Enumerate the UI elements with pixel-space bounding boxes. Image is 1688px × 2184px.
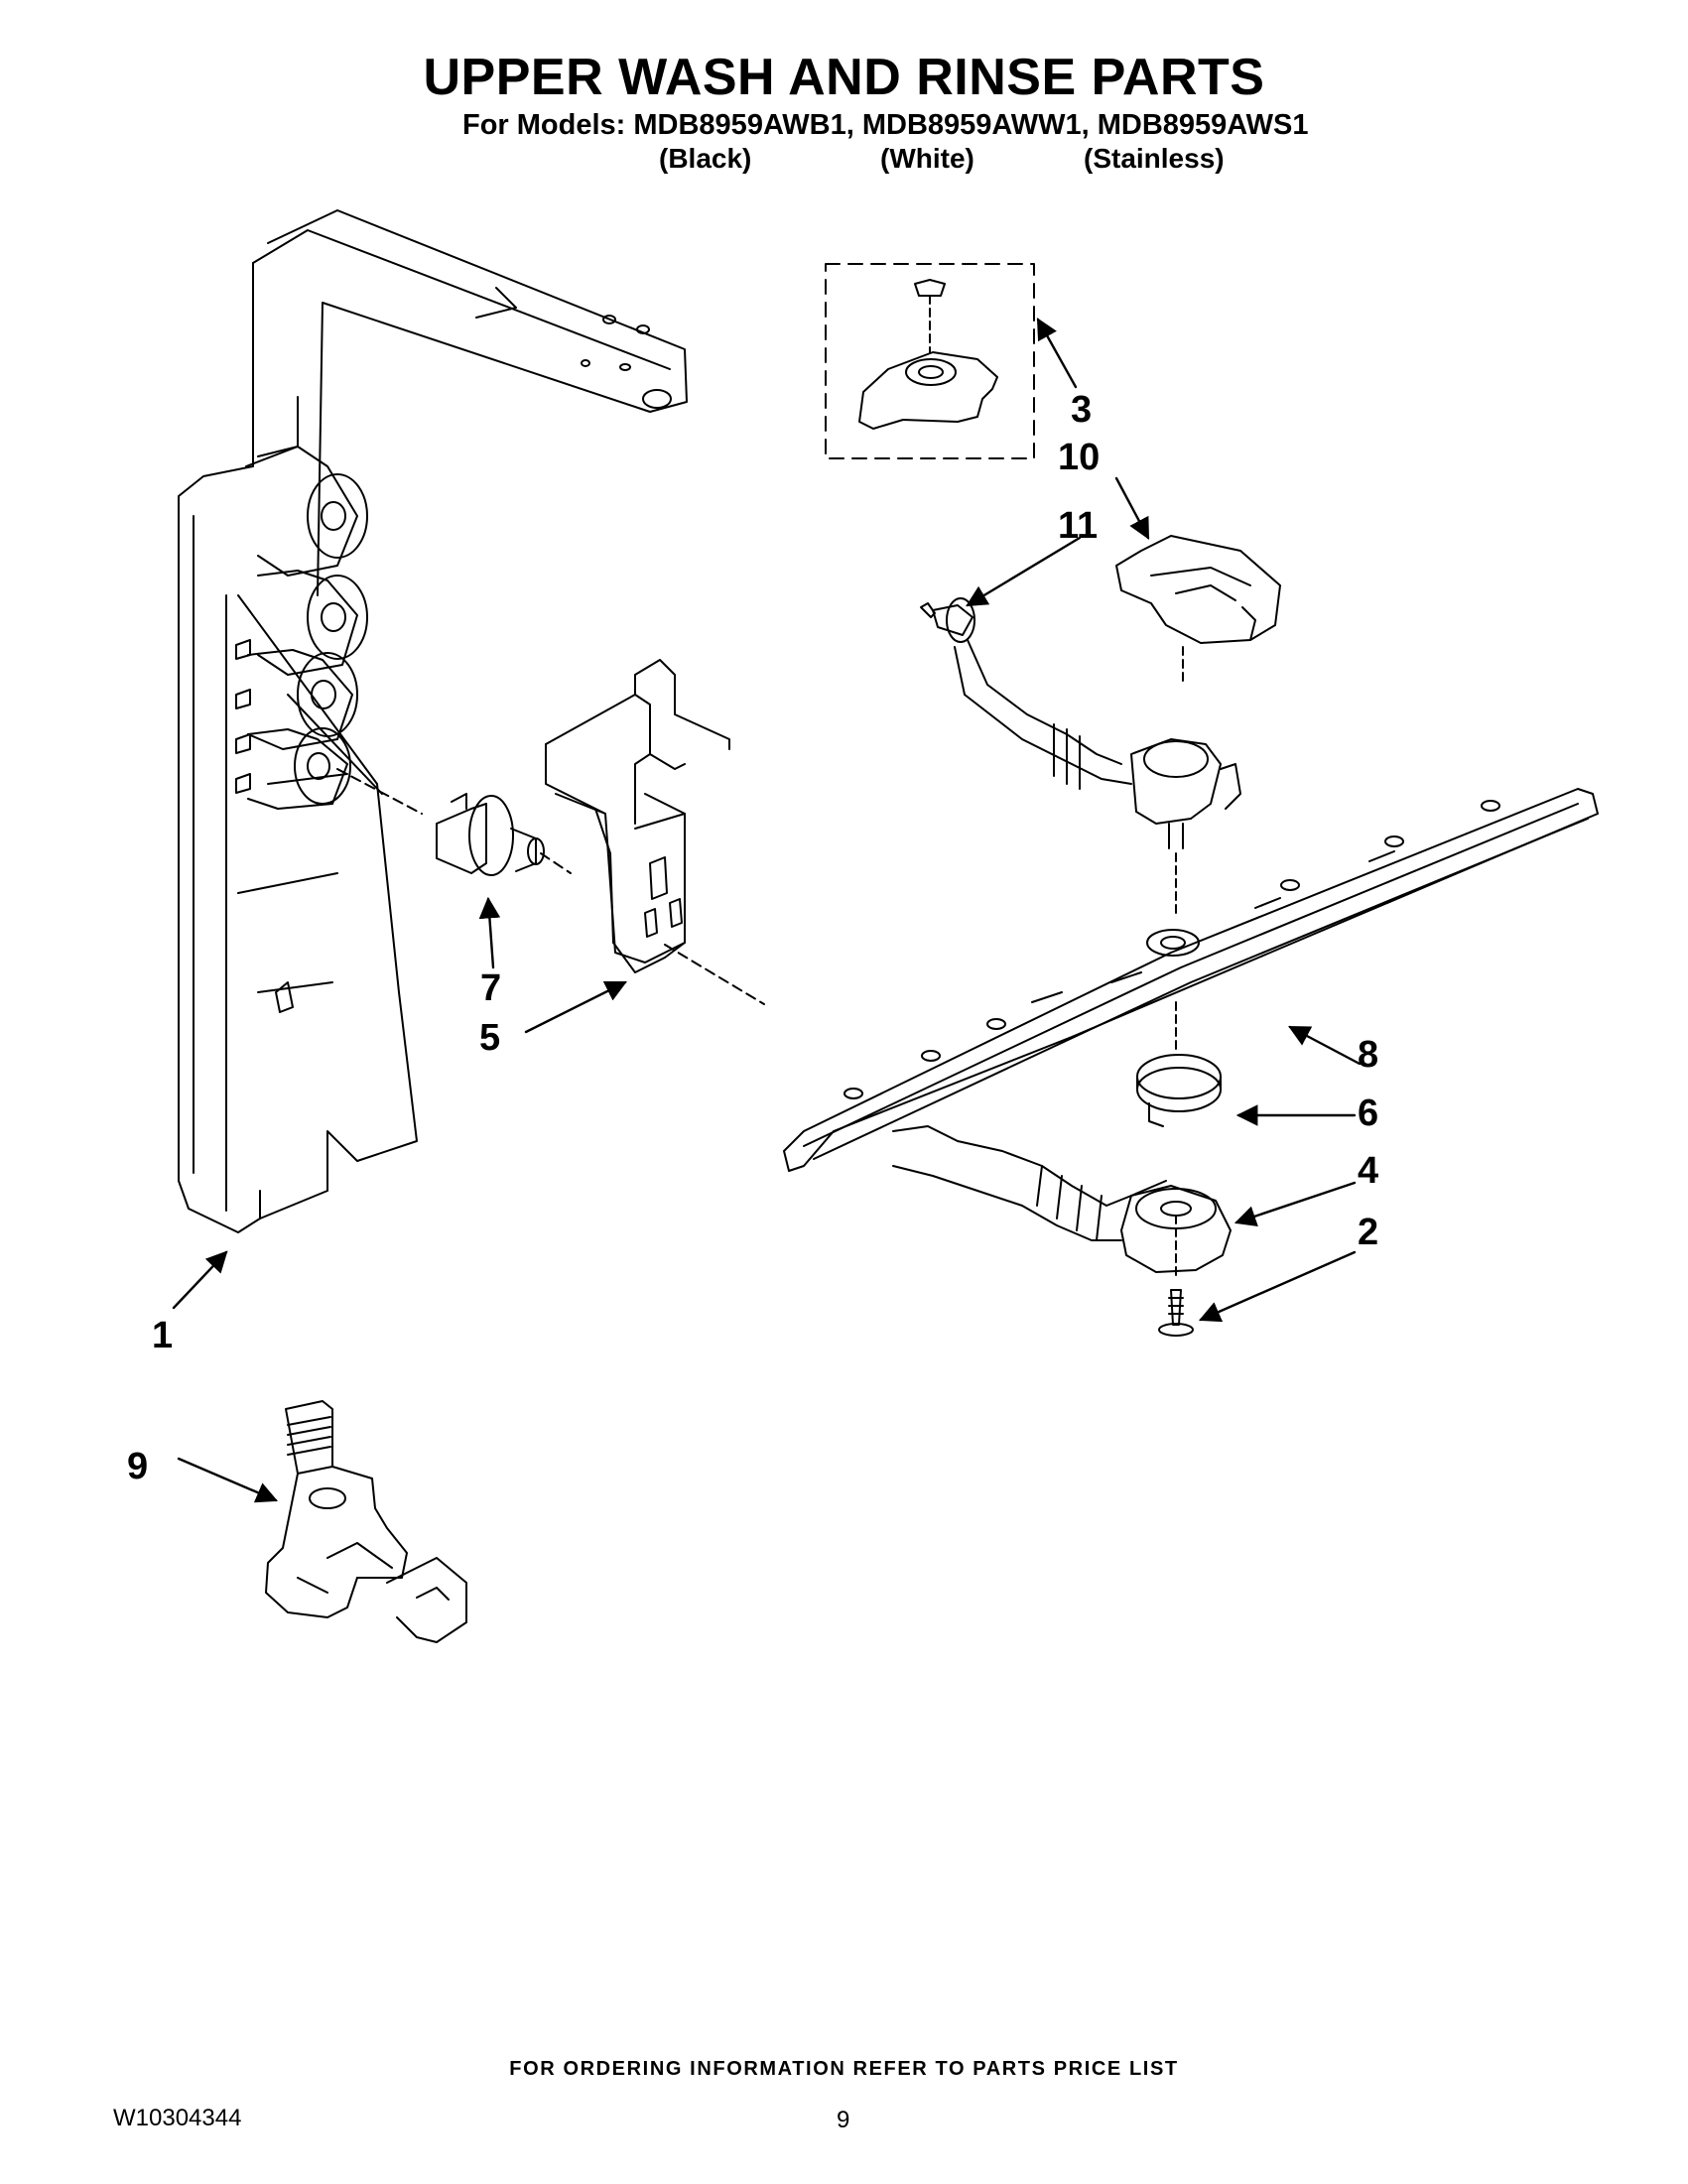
arrow-11 [966, 536, 1082, 607]
ordering-note: FOR ORDERING INFORMATION REFER TO PARTS … [509, 2058, 1179, 2080]
arrow-10 [1114, 476, 1150, 540]
arrow-4 [1234, 1181, 1357, 1227]
part-1-manifold [178, 209, 688, 1233]
callout-1: 1 [152, 1315, 173, 1356]
arrow-8 [1288, 1025, 1362, 1066]
arrow-1 [172, 1250, 228, 1310]
part-6-ring [1136, 1054, 1222, 1127]
part-2-screw [1158, 1289, 1194, 1337]
part-3-boxed-assembly [825, 263, 1035, 459]
arrow-9 [177, 1457, 278, 1503]
page-number: 9 [837, 2107, 850, 2133]
callout-2: 2 [1358, 1212, 1378, 1253]
callout-10: 10 [1058, 437, 1100, 478]
part-5-bracket [545, 659, 765, 1005]
callout-6: 6 [1358, 1092, 1378, 1134]
arrow-7 [478, 896, 501, 969]
part-8-spray-arm [783, 788, 1599, 1172]
arrow-2 [1199, 1250, 1357, 1323]
callout-7: 7 [480, 967, 501, 1009]
callout-8: 8 [1358, 1034, 1378, 1076]
part-9-fitting [265, 1400, 467, 1643]
callout-5: 5 [479, 1017, 500, 1059]
diverter-discs [235, 446, 368, 810]
part-11-feed-tube [920, 597, 1241, 914]
page-title: UPPER WASH AND RINSE PARTS [423, 49, 1265, 106]
callout-3: 3 [1071, 389, 1092, 431]
callout-4: 4 [1358, 1150, 1378, 1192]
arrow-5 [524, 980, 627, 1034]
callout-labels: 1 2 3 4 5 6 7 8 9 10 11 [127, 389, 1378, 1487]
variant-black: (Black) [659, 143, 752, 174]
document-number: W10304344 [113, 2105, 242, 2131]
callout-11: 11 [1058, 505, 1098, 547]
leader-arrows [172, 318, 1362, 1503]
callout-9: 9 [127, 1446, 148, 1487]
part-4-lower-tube [892, 1125, 1232, 1281]
variant-stainless: (Stainless) [1084, 143, 1225, 174]
arrow-3 [1036, 318, 1078, 389]
part-10-bracket [1115, 535, 1281, 686]
part-7-diverter-valve [436, 793, 572, 876]
models-line: For Models: MDB8959AWB1, MDB8959AWW1, MD… [462, 109, 1309, 141]
variant-white: (White) [880, 143, 974, 174]
